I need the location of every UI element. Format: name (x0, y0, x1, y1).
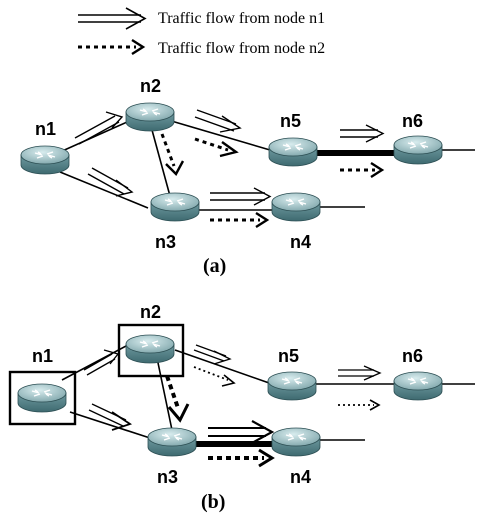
legend-flow-n1-label: Traffic flow from node n1 (158, 10, 325, 27)
node-label-n1: n1 (35, 119, 56, 139)
router-n2-icon (125, 102, 175, 132)
router-n6-icon (393, 135, 443, 165)
router-n1-icon (20, 145, 70, 175)
router-n4-icon (271, 427, 321, 457)
panel-b-n1-flow-arrows (83, 344, 382, 444)
node-label-n4: n4 (290, 467, 311, 487)
panel-b-caption: (b) (201, 491, 225, 513)
node-label-n6: n6 (402, 346, 423, 366)
panel-a: n1 n2 n3 n4 n5 n6 (a) (20, 76, 475, 277)
node-label-n3: n3 (157, 467, 178, 487)
panel-b: n1 n2 n3 n4 n5 n6 (b) (8, 302, 475, 513)
router-n5-icon (268, 137, 318, 167)
router-n4-icon (271, 192, 321, 222)
panel-a-links (59, 117, 475, 211)
legend-double-arrow-icon (78, 7, 147, 30)
node-label-n5: n5 (280, 111, 301, 131)
highlight-box-n2 (117, 323, 185, 378)
legend: Traffic flow from node n1 Traffic flow f… (78, 7, 325, 57)
legend-flow-n2-label: Traffic flow from node n2 (158, 40, 325, 57)
router-n2-icon (125, 334, 175, 364)
legend-dotted-arrow-icon (78, 38, 146, 56)
router-n3-icon (147, 427, 197, 457)
node-label-n2: n2 (140, 76, 161, 96)
router-n5-icon (267, 371, 317, 401)
node-label-n6: n6 (402, 111, 423, 131)
node-label-n4: n4 (290, 232, 311, 252)
panel-b-n2-flow-arrows (165, 366, 381, 468)
node-label-n2: n2 (140, 302, 161, 322)
router-n1-icon (17, 383, 67, 413)
panel-b-links (61, 344, 475, 447)
router-n6-icon (393, 371, 443, 401)
panel-a-n2-flow-arrows (160, 133, 385, 229)
node-label-n1: n1 (32, 346, 53, 366)
highlight-box-n1 (8, 370, 77, 426)
panel-a-caption: (a) (203, 255, 226, 277)
router-n3-icon (150, 192, 200, 222)
node-label-n5: n5 (278, 346, 299, 366)
panel-a-n1-flow-arrows (74, 109, 385, 206)
node-label-n3: n3 (155, 232, 176, 252)
